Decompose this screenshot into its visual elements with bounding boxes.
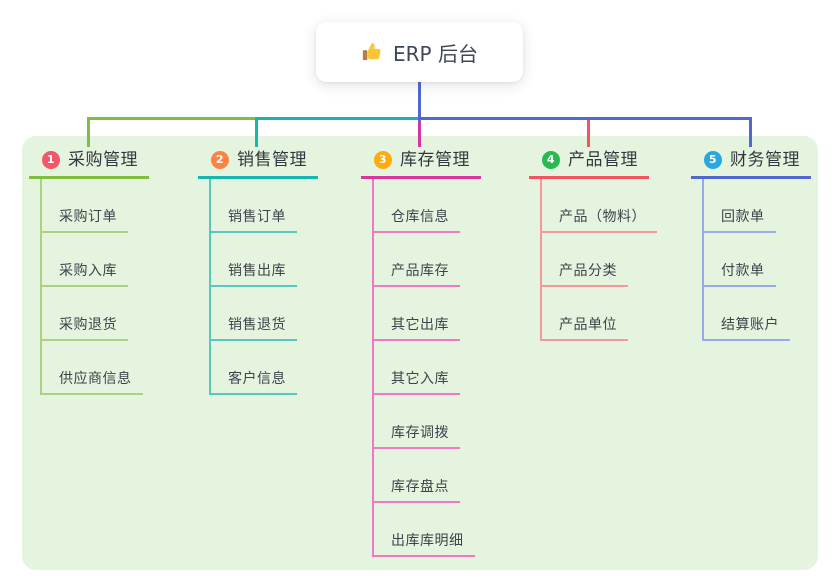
child-node[interactable]: 销售退货 xyxy=(211,287,297,341)
bus-segment-left xyxy=(86,117,255,120)
branch-node-1[interactable]: 1 采购管理 xyxy=(29,147,149,179)
branch-number-badge: 5 xyxy=(704,151,722,169)
child-node[interactable]: 库存盘点 xyxy=(374,449,460,503)
branch-label: 库存管理 xyxy=(400,150,470,170)
child-node[interactable]: 供应商信息 xyxy=(42,341,143,395)
bus-segment-right xyxy=(417,117,752,120)
child-node[interactable]: 销售出库 xyxy=(211,233,297,287)
branch-drop-line-5 xyxy=(748,120,752,147)
child-node[interactable]: 付款单 xyxy=(704,233,776,287)
branch-5: 5 财务管理回款单付款单结算账户 xyxy=(691,147,811,341)
branch-children: 产品（物料）产品分类产品单位 xyxy=(540,179,657,341)
branch-drop-line-1 xyxy=(86,120,90,147)
child-node[interactable]: 产品单位 xyxy=(542,287,628,341)
branch-drop-line-4 xyxy=(586,120,590,147)
branch-node-2[interactable]: 2 销售管理 xyxy=(198,147,318,179)
branch-node-5[interactable]: 5 财务管理 xyxy=(691,147,811,179)
branch-children: 回款单付款单结算账户 xyxy=(702,179,811,341)
branch-3: 3 库存管理仓库信息产品库存其它出库其它入库库存调拨库存盘点出库库明细 xyxy=(361,147,481,557)
child-node[interactable]: 产品分类 xyxy=(542,233,628,287)
branch-label: 销售管理 xyxy=(237,150,307,170)
child-node[interactable]: 结算账户 xyxy=(704,287,790,341)
child-node[interactable]: 回款单 xyxy=(704,179,776,233)
branch-node-4[interactable]: 4 产品管理 xyxy=(529,147,649,179)
child-node[interactable]: 采购退货 xyxy=(42,287,128,341)
branch-drop-line-2 xyxy=(254,120,258,147)
branch-label: 采购管理 xyxy=(68,150,138,170)
branch-2: 2 销售管理销售订单销售出库销售退货客户信息 xyxy=(198,147,318,395)
child-node[interactable]: 库存调拨 xyxy=(374,395,460,449)
child-node[interactable]: 其它出库 xyxy=(374,287,460,341)
branch-number-badge: 3 xyxy=(374,151,392,169)
root-label: ERP 后台 xyxy=(393,41,478,66)
root-node[interactable]: ERP 后台 xyxy=(316,22,523,82)
child-node[interactable]: 客户信息 xyxy=(211,341,297,395)
branches-background-panel xyxy=(22,136,818,570)
branch-node-3[interactable]: 3 库存管理 xyxy=(361,147,481,179)
child-node[interactable]: 采购订单 xyxy=(42,179,128,233)
branch-children: 仓库信息产品库存其它出库其它入库库存调拨库存盘点出库库明细 xyxy=(372,179,481,557)
branch-label: 产品管理 xyxy=(568,150,638,170)
child-node[interactable]: 采购入库 xyxy=(42,233,128,287)
branch-label: 财务管理 xyxy=(730,150,800,170)
branch-number-badge: 4 xyxy=(542,151,560,169)
child-node[interactable]: 其它入库 xyxy=(374,341,460,395)
branch-number-badge: 1 xyxy=(42,151,60,169)
thumbs-up-icon xyxy=(361,41,383,63)
root-connector-line xyxy=(417,82,421,121)
branch-children: 采购订单采购入库采购退货供应商信息 xyxy=(40,179,149,395)
branch-number-badge: 2 xyxy=(211,151,229,169)
branch-4: 4 产品管理产品（物料）产品分类产品单位 xyxy=(529,147,657,341)
child-node[interactable]: 仓库信息 xyxy=(374,179,460,233)
branch-1: 1 采购管理采购订单采购入库采购退货供应商信息 xyxy=(29,147,149,395)
child-node[interactable]: 出库库明细 xyxy=(374,503,475,557)
bus-segment-middle xyxy=(254,117,418,120)
branch-drop-line-3 xyxy=(417,120,421,147)
branch-children: 销售订单销售出库销售退货客户信息 xyxy=(209,179,318,395)
child-node[interactable]: 产品（物料） xyxy=(542,179,657,233)
child-node[interactable]: 销售订单 xyxy=(211,179,297,233)
child-node[interactable]: 产品库存 xyxy=(374,233,460,287)
